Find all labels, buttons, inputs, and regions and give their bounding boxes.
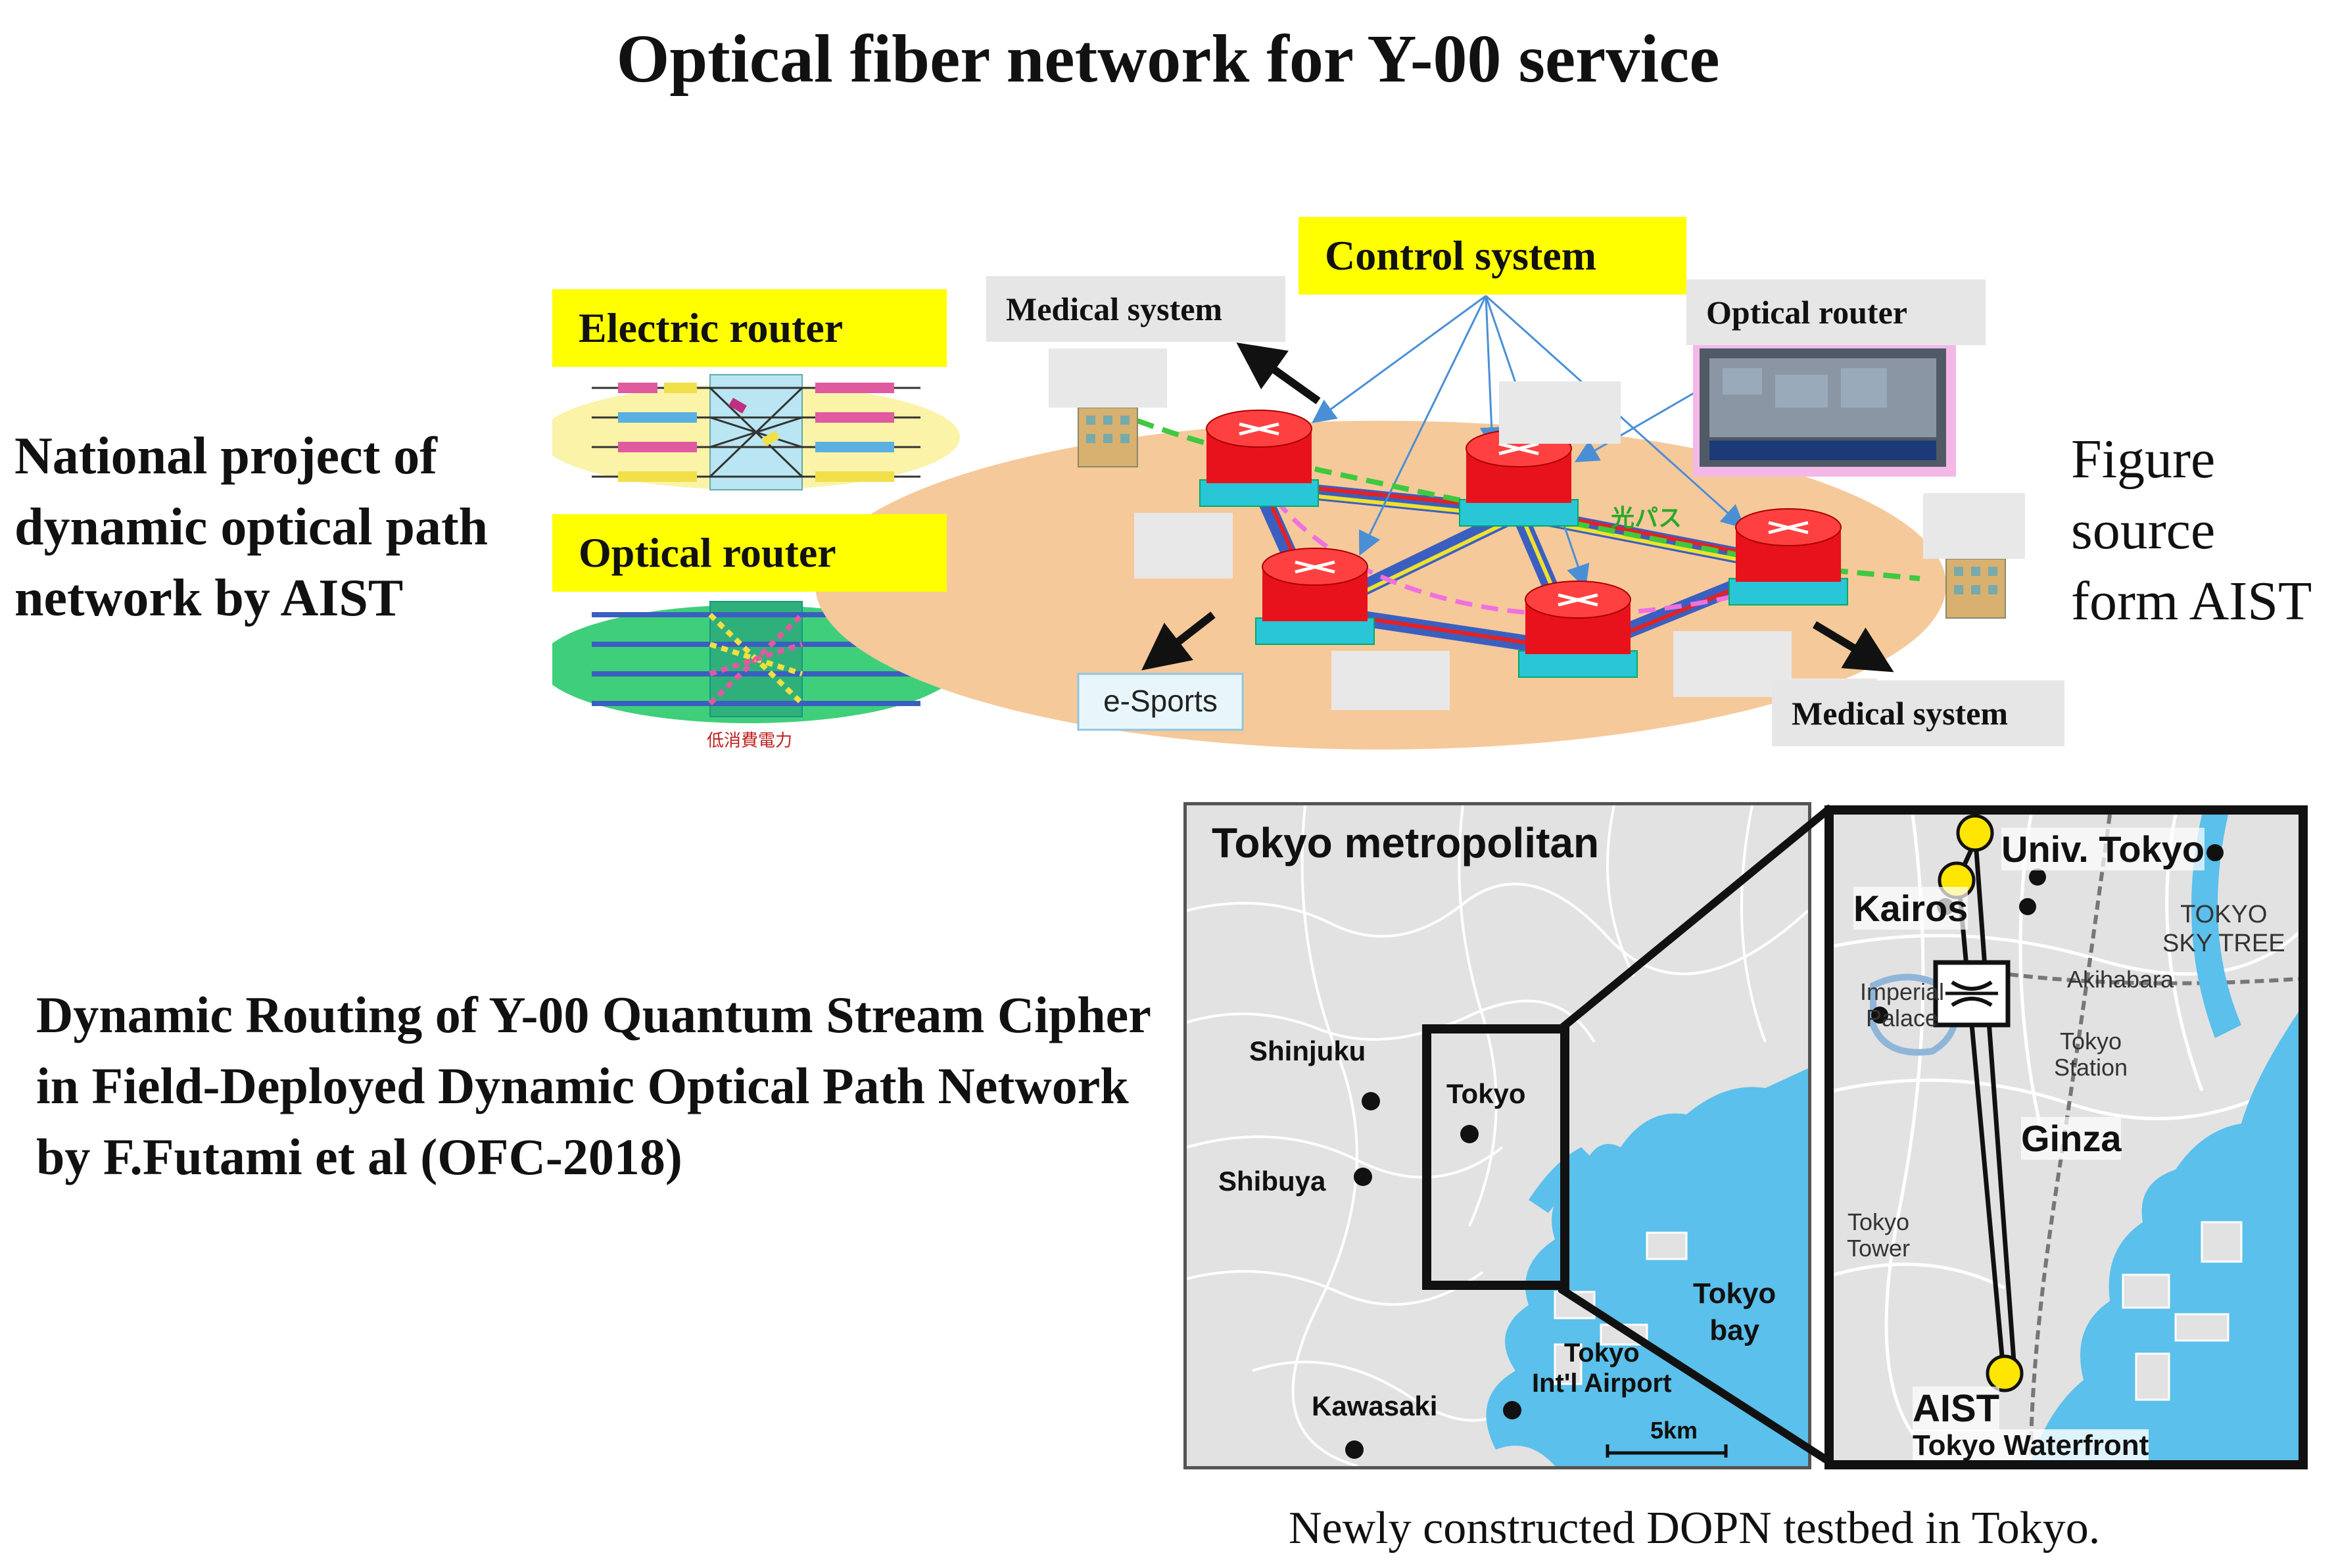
tokyo-tower-dot xyxy=(1871,1007,1888,1024)
waterfront-label: Tokyo Waterfront xyxy=(1913,1429,2149,1461)
figure-source-note: Figure source form AIST xyxy=(2071,429,2312,632)
gray-box-4 xyxy=(1331,651,1450,710)
metro-map-title: Tokyo metropolitan xyxy=(1212,819,1600,867)
arrow-to-medical-bottom xyxy=(1812,621,1894,673)
zoom-connectors xyxy=(1558,804,1834,1467)
akihabara-dot xyxy=(2029,868,2046,886)
optical-switch-block xyxy=(709,601,803,717)
detail-islands xyxy=(2122,1221,2243,1401)
green-light-path xyxy=(1136,418,1920,581)
light-path-label: 光パス xyxy=(1611,504,1682,531)
building-right-icon xyxy=(1945,558,2006,619)
detail-water xyxy=(2031,1012,2299,1460)
electric-router-label: Electric router xyxy=(552,289,947,367)
tokyo-station-dot xyxy=(2019,898,2036,915)
paper-reference: Dynamic Routing of Y-00 Quantum Stream C… xyxy=(36,986,1151,1185)
ginza-label: Ginza xyxy=(2021,1117,2122,1160)
medical-system-bottom-label: Medical system xyxy=(1772,680,2064,746)
detail-map-svg xyxy=(1834,815,2299,1460)
low-power-label: 低消費電力 xyxy=(707,730,792,749)
shinjuku-dot xyxy=(1362,1092,1380,1110)
gray-box-6 xyxy=(1923,493,2041,559)
arrow-to-medical-top xyxy=(1236,343,1321,404)
pink-path xyxy=(1274,498,1782,617)
univ-tokyo-marker xyxy=(1956,815,1994,852)
router-d xyxy=(1255,548,1375,645)
arrow-to-esports xyxy=(1141,611,1216,671)
gray-box-1 xyxy=(1049,348,1167,408)
page-title: Optical fiber network for Y-00 service xyxy=(616,21,1720,97)
optical-router-right-label: Optical router xyxy=(1686,279,1986,345)
medical-system-top-label: Medical system xyxy=(986,276,1285,342)
metro-map-svg xyxy=(1187,805,1808,1466)
tokyo-metropolitan-map: Tokyo metropolitan Shinjuku Shibuya Toky… xyxy=(1183,802,1811,1469)
tokyo-dot xyxy=(1460,1125,1479,1143)
aist-marker xyxy=(1986,1354,2024,1392)
shibuya-label: Shibuya xyxy=(1218,1166,1326,1197)
aist-label: AIST xyxy=(1913,1387,2000,1431)
kairos-label: Kairos xyxy=(1853,887,1968,930)
esports-label: e-Sports xyxy=(1103,684,1218,718)
network-diagram-svg: 低消費電力 xyxy=(539,295,2041,750)
gray-box-3 xyxy=(1134,513,1233,579)
skytree-dot xyxy=(2206,844,2224,861)
akihabara-label: Akihabara xyxy=(2067,966,2174,993)
router-a xyxy=(1199,410,1319,507)
project-description: National project of dynamic optical path… xyxy=(14,427,489,627)
scale-label: 5km xyxy=(1650,1417,1698,1444)
router-e xyxy=(1518,581,1638,678)
control-system-label: Control system xyxy=(1299,217,1686,295)
reclaimed-land xyxy=(1554,1231,1688,1385)
electric-packets xyxy=(618,383,894,482)
tokyo-label: Tokyo xyxy=(1446,1078,1526,1109)
router-c xyxy=(1728,508,1848,606)
ginza-switch-icon xyxy=(1933,960,2011,1028)
sumida-river xyxy=(2191,815,2241,1038)
network-diagram: 低消費電力 xyxy=(539,210,2064,750)
shibuya-dot xyxy=(1354,1168,1372,1186)
shinjuku-label: Shinjuku xyxy=(1249,1035,1366,1066)
optical-router-photo xyxy=(1693,345,1956,477)
map-caption: Newly constructed DOPN testbed in Tokyo. xyxy=(1289,1503,2101,1554)
building-left-icon xyxy=(1078,407,1138,467)
airport-dot xyxy=(1503,1401,1521,1419)
optical-router-left-label: Optical router xyxy=(552,514,947,592)
kawasaki-label: Kawasaki xyxy=(1312,1390,1438,1421)
esports-box xyxy=(1077,673,1244,731)
univ-tokyo-label: Univ. Tokyo xyxy=(2001,828,2205,870)
zoom-region-rect xyxy=(1422,1024,1569,1290)
detail-rail-lines xyxy=(1951,815,2299,1460)
router-b xyxy=(1459,429,1579,527)
gray-box-2 xyxy=(1499,381,1621,444)
kawasaki-dot xyxy=(1345,1440,1364,1459)
